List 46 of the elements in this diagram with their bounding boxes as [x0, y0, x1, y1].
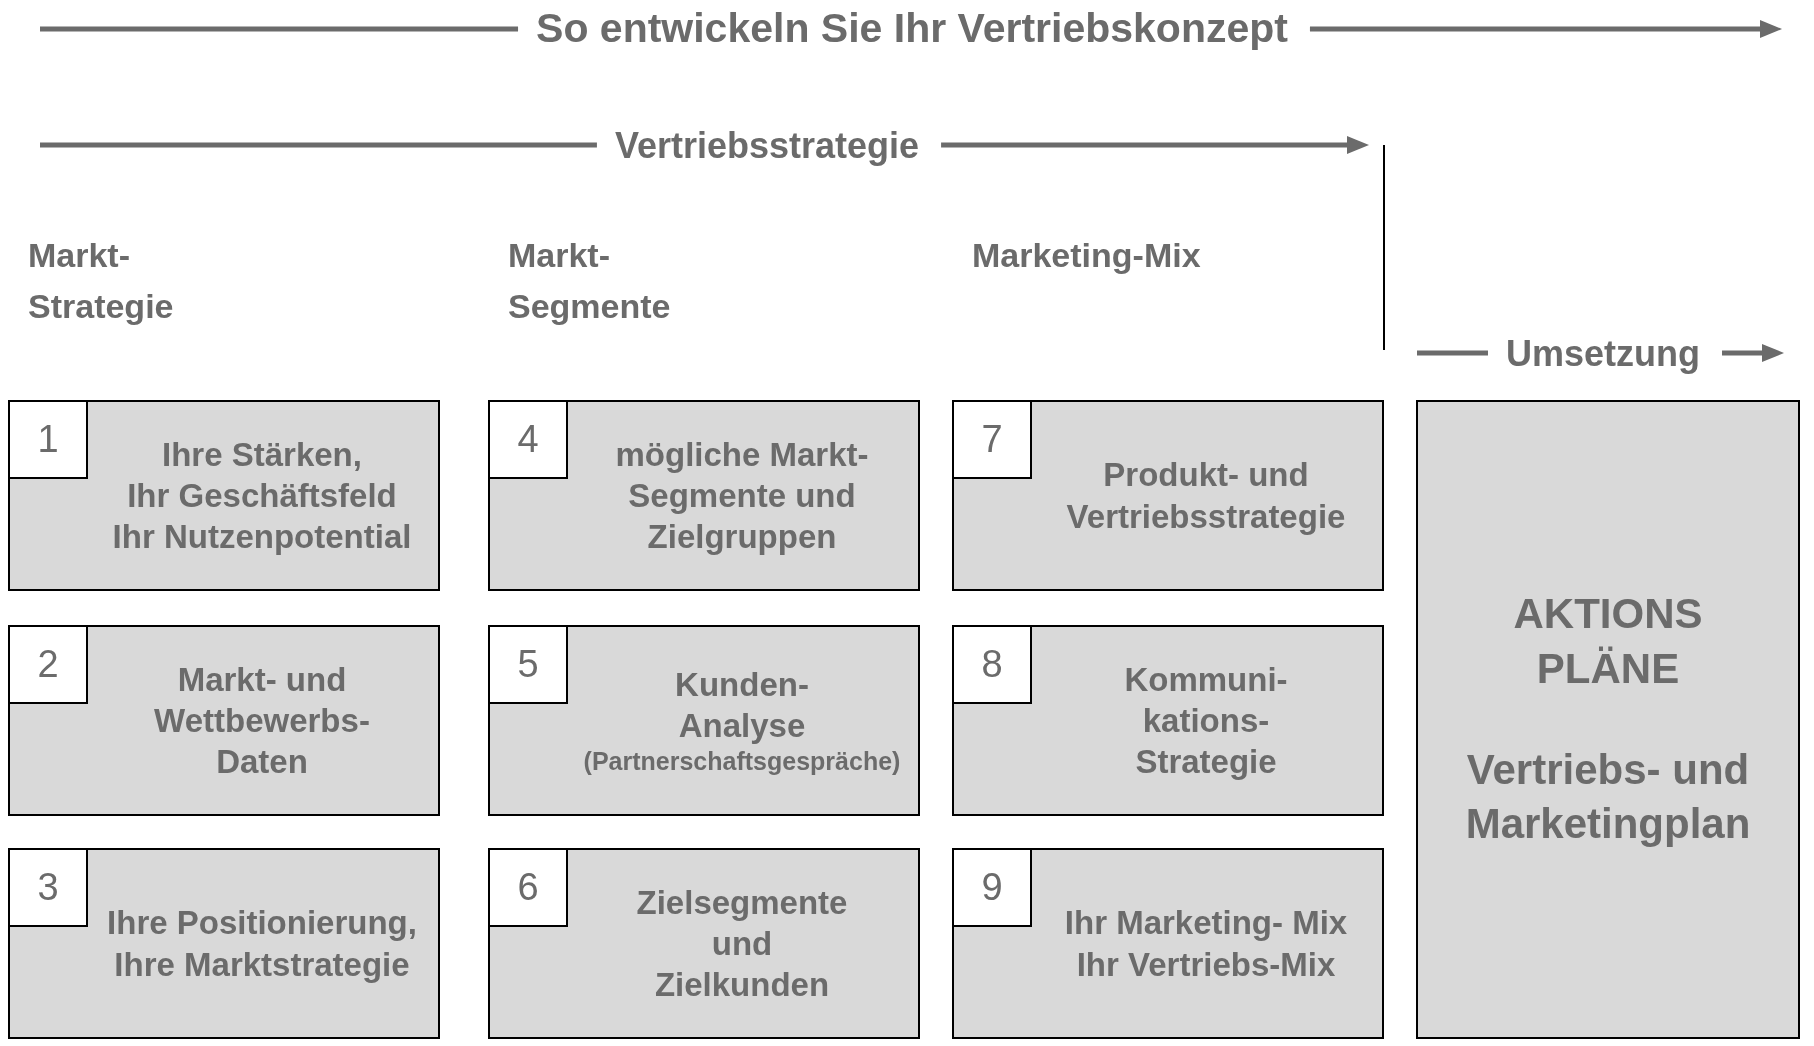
process-box [952, 400, 1384, 591]
arrow-label: Vertriebsstrategie [614, 123, 920, 168]
process-box [952, 848, 1384, 1039]
process-box [8, 625, 440, 816]
number-square [488, 625, 568, 704]
step-number: 3 [37, 866, 59, 909]
box-text: Kunden- Analyse [675, 664, 809, 746]
diagram-title: So entwickeln Sie Ihr Vertriebskonzept [536, 4, 1288, 54]
number-square [488, 400, 568, 479]
step-number: 2 [37, 643, 59, 686]
box-text: Markt- und Wettbewerbs- Daten [154, 659, 370, 783]
box-text: Ihre Stärken, Ihr Geschäftsfeld Ihr Nutzenpotential [112, 434, 412, 558]
step-number: 8 [981, 643, 1003, 686]
step-number: 5 [517, 643, 539, 686]
process-box [488, 400, 920, 591]
process-box [488, 848, 920, 1039]
column-heading: Markt- Strategie [28, 235, 174, 327]
number-square [488, 848, 568, 927]
number-square [8, 848, 88, 927]
process-box [952, 625, 1384, 816]
column-heading: Markt- Segmente [508, 235, 671, 327]
box-text: Ihre Positionierung, Ihre Marktstrategie [107, 903, 417, 985]
box-text: Kommuni- kations- Strategie [1124, 659, 1288, 783]
column-heading: Marketing-Mix [972, 235, 1201, 276]
arrow-label: Umsetzung [1506, 331, 1700, 376]
number-square [8, 400, 88, 479]
step-number: 9 [981, 866, 1003, 909]
process-box [1416, 400, 1800, 1039]
box-text: Vertriebs- und Marketingplan [1465, 744, 1751, 850]
process-box [8, 848, 440, 1039]
box-text: (Partnerschaftsgespräche) [583, 746, 901, 778]
number-square [952, 400, 1032, 479]
process-box [8, 400, 440, 591]
step-number: 1 [37, 418, 59, 461]
box-text: Ihr Marketing- Mix Ihr Vertriebs-Mix [1064, 903, 1348, 985]
step-number: 4 [517, 418, 539, 461]
step-number: 7 [981, 418, 1003, 461]
box-text: Produkt- und Vertriebsstrategie [1066, 455, 1346, 537]
number-square [8, 625, 88, 704]
number-square [952, 848, 1032, 927]
process-box [488, 625, 920, 816]
box-text: mögliche Markt- Segmente und Zielgruppen [615, 434, 869, 558]
box-text: Zielsegmente und Zielkunden [636, 882, 848, 1006]
step-number: 6 [517, 866, 539, 909]
number-square [952, 625, 1032, 704]
box-text: AKTIONS PLÄNE [1513, 589, 1703, 694]
